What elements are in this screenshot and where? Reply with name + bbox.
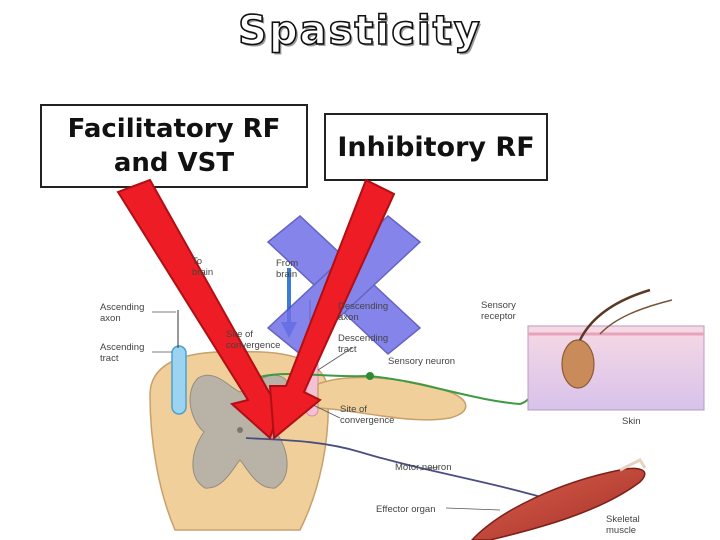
- effector-organ-label: Effector organ: [376, 504, 436, 515]
- effector-tendon: [619, 458, 647, 472]
- skin-block: [527, 288, 705, 411]
- facilitatory-rf-label: Facilitatory RF and VST: [67, 114, 281, 178]
- inhibitory-rf-box: Inhibitory RF: [324, 113, 548, 181]
- ascending-tract: [171, 345, 187, 415]
- central-canal: [237, 427, 243, 433]
- sensory-neuron-cell-body: [366, 372, 374, 380]
- slide-title: Spasticity: [237, 7, 482, 55]
- skeletal-muscle: [470, 467, 646, 540]
- inhibitory-rf-label: Inhibitory RF: [337, 131, 535, 163]
- dorsal-root-ganglion: [317, 376, 467, 421]
- facilitatory-rf-box: Facilitatory RF and VST: [40, 104, 308, 188]
- motor-neuron-label: Motor neuron: [395, 462, 452, 473]
- skin-label: Skin: [622, 416, 640, 427]
- inhibitory-arrow: [268, 178, 396, 440]
- sensory-neuron-label: Sensory neuron: [388, 356, 455, 367]
